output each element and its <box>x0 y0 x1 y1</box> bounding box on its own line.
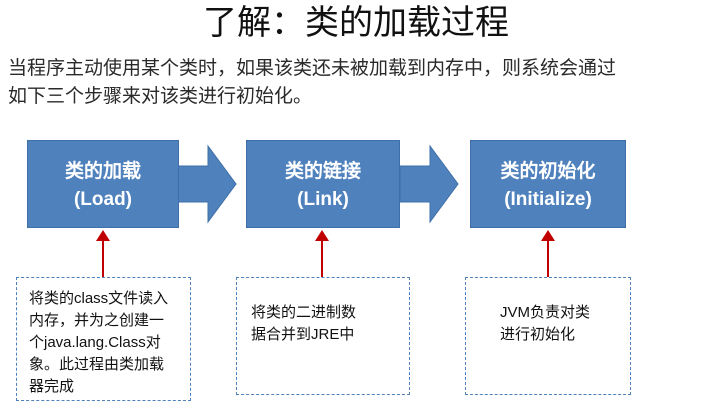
note-initialize: JVM负责对类 进行初始化 <box>465 277 631 395</box>
note-link: 将类的二进制数 据合并到JRE中 <box>236 277 410 395</box>
step-load-name: 类的加载 <box>64 161 141 182</box>
step-load-box: 类的加载 (Load) <box>27 140 179 228</box>
intro-text: 当程序主动使用某个类时，如果该类还未被加载到内存中，则系统会通过 如下三个步骤来… <box>8 57 617 107</box>
flow-arrow-2 <box>399 144 459 224</box>
connector-2 <box>315 230 329 277</box>
step-load-english: (Load) <box>73 189 133 210</box>
step-initialize-english: (Initialize) <box>504 189 592 210</box>
step-link-box: 类的链接 (Link) <box>246 140 400 228</box>
step-link-name: 类的链接 <box>284 161 361 182</box>
note-load: 将类的class文件读入 内存，并为之创建一 个java.lang.Class对… <box>16 277 191 401</box>
step-initialize-box: 类的初始化 (Initialize) <box>470 140 626 228</box>
page-title: 了解：类的加载过程 <box>203 3 509 43</box>
step-link-english: (Link) <box>297 189 349 210</box>
step-initialize-name: 类的初始化 <box>500 161 596 182</box>
connector-1 <box>96 230 110 277</box>
flow-arrow-1 <box>177 144 237 224</box>
connector-3 <box>541 230 555 277</box>
